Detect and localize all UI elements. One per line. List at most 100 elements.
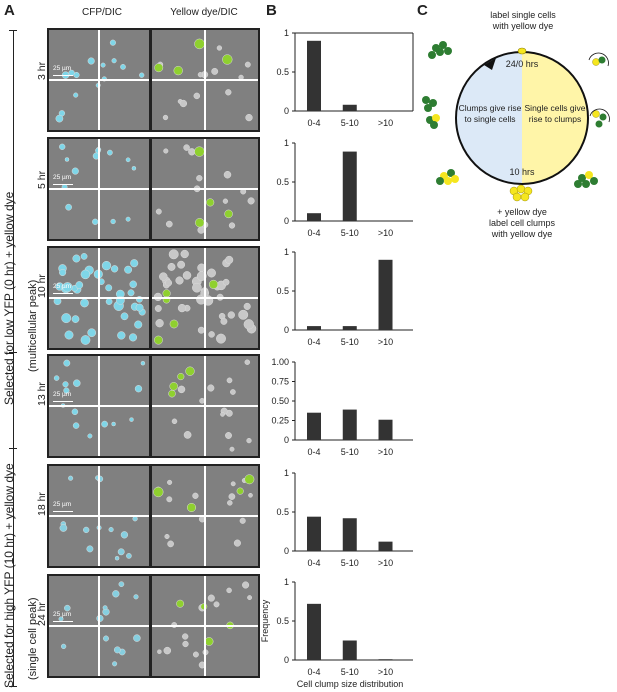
scale-bar <box>53 621 73 622</box>
y-tick-label: 1.00 <box>271 357 289 367</box>
scale-bar <box>53 184 73 185</box>
grid-divider <box>98 248 100 348</box>
grid-divider <box>98 30 100 130</box>
yellow-image-5 <box>150 464 260 568</box>
mixed-clump-bottomleft-icon <box>436 169 459 185</box>
x-tick-label: 5-10 <box>341 667 359 677</box>
panel-letter-a: A <box>4 2 15 19</box>
scale-label: 25 µm <box>53 391 72 398</box>
scale-label: 25 µm <box>53 283 72 290</box>
y-tick-label: 0.50 <box>271 396 289 406</box>
bracket-top <box>13 30 14 448</box>
scale-label: 25 µm <box>53 174 72 181</box>
x-tick-label: 5-10 <box>341 558 359 568</box>
bar <box>342 104 357 111</box>
y-tick-label: 1 <box>284 247 289 257</box>
bar <box>307 40 321 111</box>
bar <box>378 419 393 440</box>
x-tick-label: 5-10 <box>341 228 359 238</box>
y-tick-label: 0 <box>284 216 289 226</box>
cycle-right-half <box>522 52 588 184</box>
y-tick-label: 1 <box>284 138 289 148</box>
x-tick-label: 0-4 <box>307 667 320 677</box>
x-tick-label: 5-10 <box>341 337 359 347</box>
cycle-diagram: label single cells with yellow dye <box>418 0 617 250</box>
grid-divider <box>98 466 100 566</box>
bar <box>342 326 357 330</box>
y-tick-label: 0.25 <box>271 416 289 426</box>
bar <box>342 409 357 440</box>
y-tick-label: 1 <box>284 577 289 587</box>
bar <box>342 151 357 221</box>
time-label-3: 10 hr <box>36 274 48 298</box>
grid-divider <box>204 139 206 239</box>
yellow-clump-bottom-icon <box>509 184 533 202</box>
scale-bar <box>53 511 73 512</box>
mixed-clump-bottomright-icon <box>574 171 598 188</box>
x-tick-label: 0-4 <box>307 337 320 347</box>
cycle-top-label: label single cells with yellow dye <box>490 10 556 31</box>
x-tick-label: >10 <box>378 447 393 457</box>
time-label-6: 24 hr <box>36 602 48 626</box>
time-label-5: 18 hr <box>36 492 48 516</box>
x-tick-label: >10 <box>378 667 393 677</box>
x-tick-label: >10 <box>378 118 393 128</box>
scale-bar <box>53 401 73 402</box>
y-tick-label: 0 <box>284 546 289 556</box>
budding-cell-right-icon <box>589 108 610 128</box>
scale-label: 25 µm <box>53 65 72 72</box>
cycle-bottom-label1: + yellow dye <box>497 207 547 217</box>
grid-divider <box>204 248 206 348</box>
grid-divider <box>204 30 206 130</box>
cfp-image-6: 25 µm <box>47 574 151 678</box>
bar <box>307 213 321 221</box>
mixed-clump-left-icon <box>426 114 440 129</box>
x-tick-label: 0-4 <box>307 447 320 457</box>
bar <box>378 659 393 660</box>
y-tick-label: 0 <box>284 655 289 665</box>
x-tick-label: 0-4 <box>307 228 320 238</box>
bar <box>307 516 321 551</box>
cfp-image-3: 25 µm <box>47 246 151 350</box>
bracket-bottom <box>13 352 14 686</box>
time-label-4: 13 hr <box>36 382 48 406</box>
cfp-image-1: 25 µm <box>47 28 151 132</box>
yellow-image-6 <box>150 574 260 678</box>
scale-label: 25 µm <box>53 611 72 618</box>
green-clump-topleft-icon <box>428 41 452 59</box>
x-tick-label: >10 <box>378 558 393 568</box>
yellow-image-2 <box>150 137 260 241</box>
bar <box>342 518 357 551</box>
x-tick-label: 0-4 <box>307 558 320 568</box>
scale-bar <box>53 293 73 294</box>
time-label-2: 5 hr <box>36 170 48 189</box>
y-tick-label: 0.75 <box>271 377 289 387</box>
panel-letter-c: C <box>417 2 428 19</box>
time-label-1: 3 hr <box>36 61 48 80</box>
cycle-t0-label: 24/0 hrs <box>505 59 539 69</box>
x-tick-label: 0-4 <box>307 118 320 128</box>
column-header-cfp: CFP/DIC <box>82 7 122 18</box>
bar <box>307 603 321 660</box>
y-tick-label: 0 <box>284 325 289 335</box>
scale-bar <box>53 75 73 76</box>
grid-divider <box>204 576 206 676</box>
y-tick-label: 1 <box>284 28 289 38</box>
cycle-right-text: Single cells give rise to clumps <box>524 103 586 124</box>
grid-divider <box>98 139 100 239</box>
cycle-left-half <box>456 52 522 184</box>
x-axis-title: Cell clump size distribution <box>297 679 404 689</box>
y-tick-label: 0.5 <box>276 507 289 517</box>
bar <box>378 541 393 551</box>
grid-divider <box>98 356 100 456</box>
y-tick-label: 0.5 <box>276 286 289 296</box>
bracket-bottom-end <box>9 686 17 687</box>
budding-cell-topright-icon <box>588 52 609 67</box>
cycle-bottom-label2: label cell clumps with yellow dye <box>488 218 556 239</box>
single-yellow-cell-icon <box>517 47 527 55</box>
